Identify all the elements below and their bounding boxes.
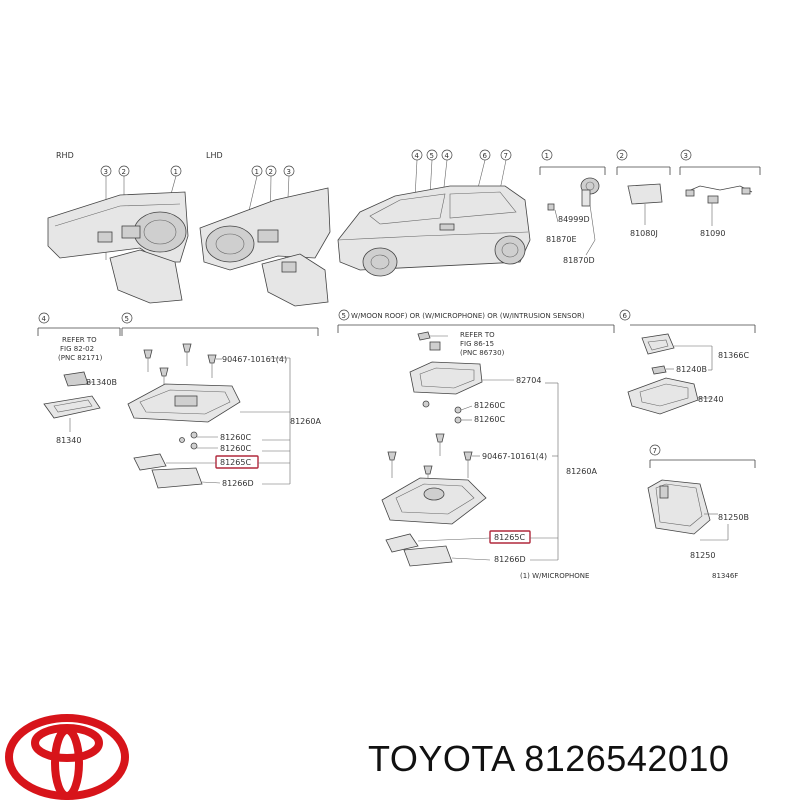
svg-text:(PNC 86730): (PNC 86730): [460, 349, 505, 357]
part-84999D: 84999D: [558, 215, 590, 224]
part-81080J: 81080J: [630, 229, 658, 238]
part-81260C-2: 81260C: [220, 444, 251, 453]
group-5-right: 5 W/MOON ROOF) OR (W/MICROPHONE) OR (W/I…: [337, 309, 615, 580]
part-81260C-3: 81260C: [474, 401, 505, 410]
part-81340B: 81340B: [86, 378, 117, 387]
group-6: 6 81366C 81240B 81240: [619, 309, 756, 415]
part-81250B: 81250B: [718, 513, 749, 522]
note-microphone: (1) W/MICROPHONE: [520, 572, 589, 580]
group-7: 7 81250B 81250 81346F: [647, 444, 756, 580]
vehicle-view: 4 5 4 6 7: [337, 149, 531, 277]
svg-text:1: 1: [174, 168, 178, 176]
part-81250: 81250: [690, 551, 715, 560]
lhd-label: LHD: [206, 151, 223, 160]
group-4: 4 REFER TO FIG 82-02 (PNC 82171) 81340B …: [37, 312, 121, 445]
svg-text:REFER TO: REFER TO: [460, 331, 495, 339]
part-81265C-2: 81265C: [494, 533, 525, 542]
highlight-81265C-right: [489, 530, 531, 544]
brand-and-part-number: TOYOTA 8126542010: [368, 738, 729, 780]
part-81340: 81340: [56, 436, 81, 445]
part-81240: 81240: [698, 395, 723, 404]
svg-text:1: 1: [545, 152, 549, 160]
group-5-left: 5 90467-10161(4) 81260C 81260C 81265C 81…: [121, 312, 321, 489]
part-81265C-1: 81265C: [220, 458, 251, 467]
group-2: 2 81080J: [616, 149, 671, 238]
svg-text:7: 7: [653, 447, 657, 455]
screws-b: [387, 433, 473, 488]
svg-text:4: 4: [415, 152, 420, 160]
part-81260A-1: 81260A: [290, 417, 321, 426]
vehicle-callouts: 4 5 4 6 7: [411, 149, 512, 199]
svg-text:FIG 82-02: FIG 82-02: [60, 345, 94, 353]
part-81260C-1: 81260C: [220, 433, 251, 442]
note-5: W/MOON ROOF) OR (W/MICROPHONE) OR (W/INT…: [351, 312, 585, 320]
screws-a: [143, 343, 217, 388]
lhd-dashboard-view: LHD 1 2 3: [199, 151, 331, 307]
part-90467-b: 90467-10161(4): [482, 452, 547, 461]
brand-name: TOYOTA: [368, 738, 514, 779]
svg-text:6: 6: [483, 152, 488, 160]
part-90467-a: 90467-10161(4): [222, 355, 287, 364]
part-81266D-2: 81266D: [494, 555, 526, 564]
part-81870D: 81870D: [563, 256, 595, 265]
rhd-label: RHD: [56, 151, 74, 160]
svg-text:3: 3: [287, 168, 291, 176]
svg-text:FIG 86-15: FIG 86-15: [460, 340, 494, 348]
svg-text:(PNC 82171): (PNC 82171): [58, 354, 103, 362]
figure-code: 81346F: [712, 572, 738, 580]
rhd-callouts: 3 2 1: [100, 165, 182, 260]
part-82704: 82704: [516, 376, 541, 385]
svg-text:5: 5: [125, 315, 129, 323]
part-81260C-4: 81260C: [474, 415, 505, 424]
svg-text:2: 2: [620, 152, 624, 160]
svg-text:3: 3: [104, 168, 108, 176]
svg-text:4: 4: [445, 152, 450, 160]
part-81240B: 81240B: [676, 365, 707, 374]
part-81870E: 81870E: [546, 235, 577, 244]
svg-text:5: 5: [342, 312, 346, 320]
svg-text:7: 7: [504, 152, 508, 160]
rhd-dashboard-view: RHD 3 2 1: [47, 151, 189, 304]
toyota-logo: [5, 714, 129, 800]
svg-text:3: 3: [684, 152, 688, 160]
svg-text:2: 2: [269, 168, 273, 176]
svg-text:1: 1: [255, 168, 259, 176]
svg-text:4: 4: [42, 315, 47, 323]
part-81266D-1: 81266D: [222, 479, 254, 488]
svg-text:2: 2: [122, 168, 126, 176]
svg-text:5: 5: [430, 152, 434, 160]
group-3: 3 81090: [679, 149, 761, 238]
part-81366C: 81366C: [718, 351, 749, 360]
part-number: 8126542010: [524, 738, 730, 779]
svg-text:6: 6: [623, 312, 628, 320]
part-81260A-2: 81260A: [566, 467, 597, 476]
part-81090: 81090: [700, 229, 725, 238]
svg-text:REFER TO: REFER TO: [62, 336, 97, 344]
group-1: 1 84999D 81870E 81870D: [539, 149, 606, 265]
highlight-81265C-left: [215, 455, 259, 469]
